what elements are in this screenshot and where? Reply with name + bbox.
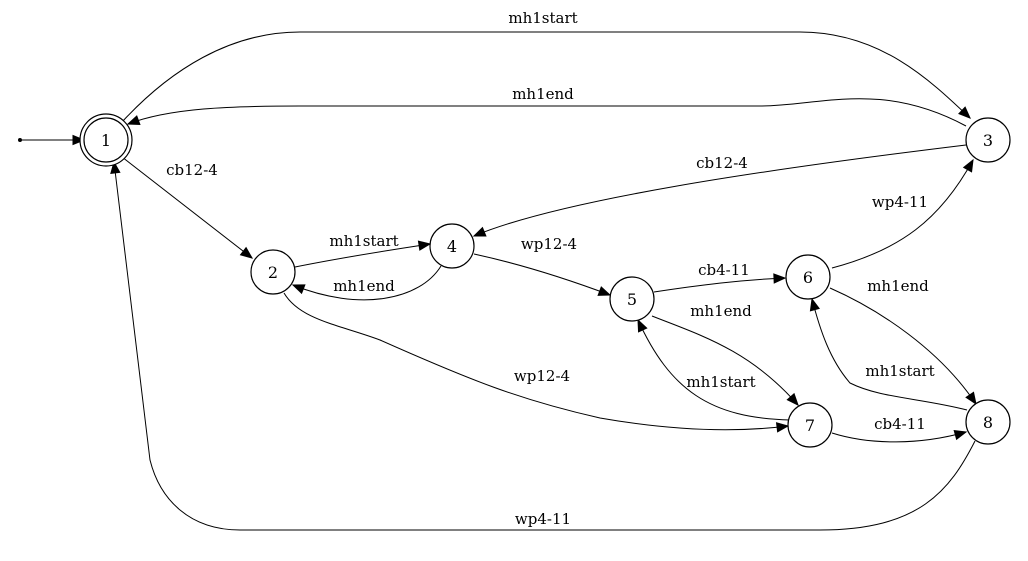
transition-arrowhead-8-1 bbox=[110, 160, 121, 175]
transition-arrowhead-2-7 bbox=[775, 422, 790, 433]
transition-arrowhead-2-4 bbox=[417, 240, 432, 251]
transition-label-2-4: mh1start bbox=[329, 232, 398, 250]
transition-6-to-3 bbox=[831, 158, 974, 269]
transition-line-4-2 bbox=[292, 265, 442, 301]
state-4: 4 bbox=[429, 223, 475, 269]
state-2-label: 2 bbox=[268, 263, 278, 282]
transition-arrowhead-3-4 bbox=[472, 226, 487, 237]
transition-2-to-7 bbox=[283, 292, 790, 433]
state-5-label: 5 bbox=[627, 290, 637, 309]
state-7-label: 7 bbox=[805, 416, 815, 435]
transition-arrowhead-6-3 bbox=[962, 158, 974, 173]
transition-label-4-2: mh1end bbox=[333, 277, 395, 295]
transition-line-5-7 bbox=[651, 315, 799, 406]
transition-label-6-8: mh1end bbox=[867, 277, 929, 295]
transition-line-3-4 bbox=[473, 144, 967, 237]
transition-line-6-3 bbox=[831, 159, 974, 269]
transition-7-to-8 bbox=[831, 429, 968, 443]
transition-5-to-6 bbox=[653, 273, 787, 293]
transition-8-to-1 bbox=[110, 160, 976, 531]
transition-label-5-7: mh1end bbox=[690, 302, 752, 320]
transition-1-to-3 bbox=[121, 31, 971, 123]
transition-5-to-7 bbox=[651, 315, 799, 406]
transition-8-to-6 bbox=[809, 297, 968, 411]
state-6-label: 6 bbox=[803, 268, 813, 287]
transition-arrowhead-7-8 bbox=[953, 429, 968, 441]
transition-1-to-2 bbox=[121, 156, 254, 259]
state-6: 6 bbox=[785, 254, 831, 300]
transition-line-8-1 bbox=[113, 161, 976, 531]
transition-line-2-4 bbox=[294, 243, 431, 268]
transition-arrowhead-4-5 bbox=[597, 286, 612, 296]
state-2-circle bbox=[250, 249, 296, 295]
transition-arrowhead-8-6 bbox=[809, 297, 820, 312]
state-8-label: 8 bbox=[983, 413, 993, 432]
transition-3-to-1 bbox=[126, 98, 967, 127]
state-5-circle bbox=[609, 276, 655, 322]
transition-line-4-5 bbox=[473, 253, 611, 296]
transition-4-to-2 bbox=[291, 265, 442, 301]
transition-line-7-5 bbox=[637, 319, 791, 421]
transition-arrowhead-4-2 bbox=[291, 284, 306, 295]
transition-label-2-7: wp12-4 bbox=[514, 367, 570, 385]
transition-label-1-3: mh1start bbox=[508, 9, 577, 27]
state-8: 8 bbox=[965, 399, 1011, 445]
transition-line-2-7 bbox=[283, 292, 789, 431]
transition-line-3-1 bbox=[127, 98, 967, 127]
transition-2-to-4 bbox=[294, 240, 432, 268]
transition-line-1-3 bbox=[121, 31, 971, 123]
transition-4-to-5 bbox=[473, 253, 612, 296]
transition-line-1-2 bbox=[121, 156, 253, 259]
state-2: 2 bbox=[250, 249, 296, 295]
transition-label-3-1: mh1end bbox=[512, 85, 574, 103]
transition-label-3-4: cb12-4 bbox=[696, 154, 748, 172]
transition-7-to-5 bbox=[637, 318, 791, 421]
transition-arrowhead-7-5 bbox=[637, 318, 648, 333]
transition-label-7-8: cb4-11 bbox=[874, 415, 926, 433]
state-1: 1 bbox=[79, 113, 133, 167]
transition-line-8-6 bbox=[811, 298, 968, 411]
initial-state-arrowhead bbox=[72, 134, 86, 146]
state-7: 7 bbox=[787, 402, 833, 448]
transition-label-5-6: cb4-11 bbox=[698, 261, 750, 279]
state-1-circle bbox=[83, 117, 129, 163]
state-8-circle bbox=[965, 399, 1011, 445]
transition-line-6-8 bbox=[829, 287, 977, 405]
state-4-label: 4 bbox=[447, 237, 457, 256]
state-3: 3 bbox=[965, 117, 1011, 163]
transition-3-to-4 bbox=[472, 144, 967, 237]
transition-arrowhead-1-2 bbox=[239, 246, 254, 259]
state-3-label: 3 bbox=[983, 131, 993, 150]
state-3-circle bbox=[965, 117, 1011, 163]
transition-6-to-8 bbox=[829, 287, 977, 406]
transition-label-6-3: wp4-11 bbox=[872, 193, 928, 211]
state-1-label: 1 bbox=[101, 131, 111, 150]
state-4-circle bbox=[429, 223, 475, 269]
transition-label-7-5: mh1start bbox=[686, 373, 755, 391]
transition-arrowhead-6-8 bbox=[965, 391, 977, 406]
transition-arrowhead-1-3 bbox=[958, 106, 971, 119]
transition-arrowhead-5-7 bbox=[786, 392, 799, 406]
initial-state-dot bbox=[18, 138, 22, 142]
transition-label-8-6: mh1start bbox=[865, 362, 934, 380]
initial-state-arrow bbox=[18, 134, 86, 146]
state-7-circle bbox=[787, 402, 833, 448]
transition-line-5-6 bbox=[653, 277, 786, 293]
state-6-circle bbox=[785, 254, 831, 300]
transition-label-8-1: wp4-11 bbox=[515, 510, 571, 528]
transition-arrowhead-5-6 bbox=[773, 273, 787, 284]
transition-label-4-5: wp12-4 bbox=[521, 235, 577, 253]
transition-line-7-8 bbox=[831, 431, 967, 443]
transition-label-1-2: cb12-4 bbox=[166, 161, 218, 179]
state-5: 5 bbox=[609, 276, 655, 322]
transition-arrowhead-3-1 bbox=[126, 115, 141, 125]
